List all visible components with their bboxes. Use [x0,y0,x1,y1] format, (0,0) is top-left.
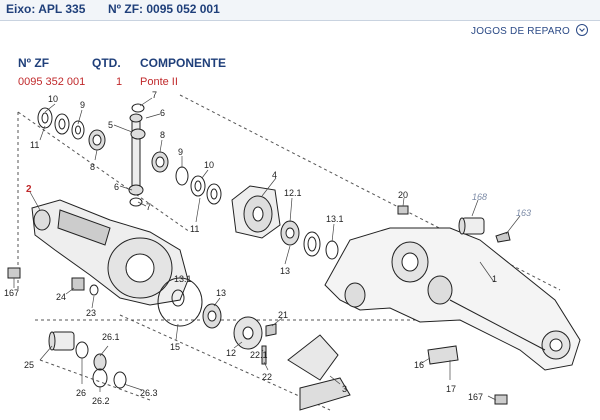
repair-kits-link[interactable]: JOGOS DE REPARO [471,26,570,37]
download-arrow-icon[interactable] [576,24,588,36]
part-label-26[interactable]: 26 [76,388,86,398]
part-label-24[interactable]: 24 [56,292,66,302]
part-label-26-3[interactable]: 26.3 [140,388,158,398]
part-label-13-a[interactable]: 13 [216,288,226,298]
column-header-qty: QTD. [92,56,121,70]
column-header-component: COMPONENTE [140,56,227,70]
part-label-26-2[interactable]: 26.2 [92,396,110,406]
part-label-168[interactable]: 168 [472,192,487,202]
part-label-1[interactable]: 1 [492,274,497,284]
part-label-163[interactable]: 163 [516,208,531,218]
part-label-7-b[interactable]: 7 [146,202,151,212]
part-label-8-b[interactable]: 8 [160,130,165,140]
top-bar: Eixo: APL 335 Nº ZF: 0095 052 001 [0,0,600,21]
part-label-15[interactable]: 15 [170,342,180,352]
axle-label: Eixo: APL 335 [6,2,86,16]
part-label-12[interactable]: 12 [226,348,236,358]
part-label-20[interactable]: 20 [398,190,408,200]
part-label-22-1[interactable]: 22.1 [250,350,268,360]
part-label-16[interactable]: 16 [414,360,424,370]
part-label-6-b[interactable]: 6 [114,182,119,192]
row-zf-value[interactable]: 0095 352 001 [18,76,86,88]
part-label-3[interactable]: 3 [342,384,347,394]
part-label-11-b[interactable]: 11 [190,224,199,234]
part-label-9-a[interactable]: 9 [80,100,85,110]
zf-number-label: Nº ZF: 0095 052 001 [108,2,220,16]
part-label-10-a[interactable]: 10 [48,94,58,104]
part-label-7-a[interactable]: 7 [152,90,157,100]
part-label-11-a[interactable]: 11 [30,140,39,150]
part-label-5[interactable]: 5 [108,120,113,130]
part-label-4[interactable]: 4 [272,170,277,180]
part-label-23[interactable]: 23 [86,308,96,318]
part-label-12-1[interactable]: 12.1 [284,188,302,198]
part-label-10-b[interactable]: 10 [204,160,214,170]
part-label-2[interactable]: 2 [26,184,32,195]
column-header-zf: Nº ZF [18,56,50,70]
part-label-21[interactable]: 21 [278,310,288,320]
part-label-22[interactable]: 22 [262,372,272,382]
part-label-167-b[interactable]: 167 [468,392,483,402]
part-label-167-a[interactable]: 167 [4,288,19,298]
part-label-25[interactable]: 25 [24,360,34,370]
part-label-8-a[interactable]: 8 [90,162,95,172]
part-label-9-b[interactable]: 9 [178,147,183,157]
part-label-13-b[interactable]: 13 [280,266,290,276]
part-label-13-1-b[interactable]: 13.1 [326,214,344,224]
row-qty-value: 1 [116,76,123,88]
part-label-13-1-a[interactable]: 13.1 [174,274,192,284]
part-label-6-a[interactable]: 6 [160,108,165,118]
part-label-17[interactable]: 17 [446,384,456,394]
part-label-26-1[interactable]: 26.1 [102,332,120,342]
row-component-value[interactable]: Ponte II [140,76,178,88]
